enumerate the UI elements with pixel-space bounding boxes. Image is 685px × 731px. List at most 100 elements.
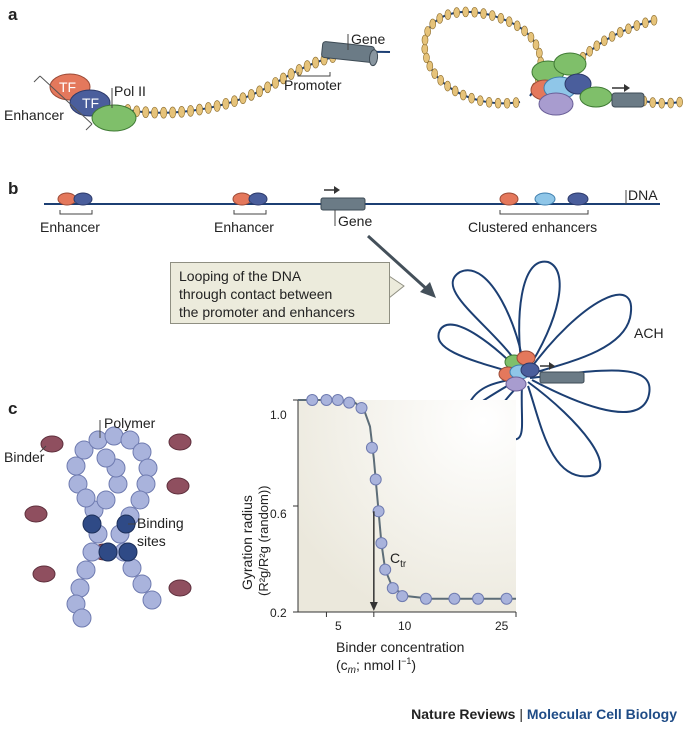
nucleosome-bead bbox=[521, 25, 528, 37]
polymer-bead bbox=[88, 430, 108, 450]
loop-guide bbox=[425, 12, 541, 103]
nucleosome-bead bbox=[204, 102, 212, 114]
nucleosome-bead bbox=[527, 31, 535, 43]
y-axis-label-line2: (R²g/R²g (random)) bbox=[256, 485, 271, 596]
binder-molecule bbox=[40, 435, 64, 453]
callout-line-1: Looping of the DNA bbox=[179, 268, 302, 284]
nucleosome-bead bbox=[480, 8, 487, 19]
ach-label: ACH bbox=[634, 325, 664, 341]
nucleosome-bead bbox=[429, 18, 437, 30]
x-tick-3: 25 bbox=[495, 619, 509, 633]
polymer-bead bbox=[120, 430, 140, 450]
nucleosome-bead bbox=[485, 96, 493, 108]
panel-c-letter: c bbox=[8, 399, 17, 418]
polymer-bead bbox=[132, 442, 152, 462]
polymer-label: Polymer bbox=[104, 415, 156, 431]
ctr-arrow bbox=[369, 511, 378, 611]
nucleosome-bead bbox=[625, 23, 632, 35]
data-point bbox=[500, 592, 513, 605]
nucleosome-bead bbox=[187, 105, 195, 117]
nucleosome-bead bbox=[536, 47, 543, 59]
tf-label-1: TF bbox=[59, 79, 76, 95]
enhancer-label-b2: Enhancer bbox=[214, 219, 274, 235]
gene-label-a: Gene bbox=[351, 31, 385, 47]
nucleosome-bead bbox=[151, 106, 159, 119]
binding-site-bead bbox=[98, 542, 118, 562]
x-tick-1: 5 bbox=[335, 619, 342, 633]
data-point bbox=[369, 473, 382, 486]
polymer-bead bbox=[132, 574, 152, 594]
nucleosome-bead bbox=[650, 14, 658, 26]
binder-molecule bbox=[24, 505, 48, 523]
nucleosome-bead bbox=[271, 77, 279, 89]
nucleosome-bead bbox=[503, 97, 511, 109]
polymer-bead bbox=[82, 542, 102, 562]
data-point bbox=[331, 394, 344, 406]
x-tick-2: 10 bbox=[398, 619, 412, 633]
callout-line-2: through contact between bbox=[179, 286, 333, 302]
data-point bbox=[472, 592, 485, 605]
nucleosome-bead bbox=[471, 6, 478, 18]
y-axis-label-line1: Gyration radius bbox=[239, 495, 255, 590]
nucleosome-bead bbox=[423, 52, 430, 64]
polii-label: Pol II bbox=[114, 83, 146, 99]
enhancer-pair-1 bbox=[57, 192, 93, 206]
nucleosome-bead bbox=[287, 68, 295, 80]
nucleosome-bead bbox=[494, 97, 502, 109]
polymer-bead bbox=[122, 558, 142, 578]
nucleosome-bead bbox=[497, 12, 505, 24]
nucleosome-bead bbox=[421, 43, 429, 55]
binder-molecule bbox=[168, 579, 192, 597]
polymer-bead bbox=[138, 458, 158, 478]
nucleosome-bead bbox=[169, 106, 177, 119]
nucleosome-bead bbox=[436, 13, 444, 24]
ctr-annotation: Ctr bbox=[390, 550, 407, 570]
polymer-bead bbox=[70, 578, 90, 598]
nucleosome-bead bbox=[279, 72, 287, 85]
nucleosome-bead bbox=[256, 85, 264, 98]
data-point bbox=[355, 401, 368, 414]
nucleosome-bead bbox=[222, 97, 230, 110]
y-tick-1: 1.0 bbox=[270, 408, 287, 422]
nucleosome-bead bbox=[600, 35, 608, 47]
nucleosome-bead bbox=[488, 10, 496, 21]
panel-a-chromatin-fibre bbox=[117, 50, 391, 119]
data-point bbox=[343, 396, 356, 409]
nucleosome-beads-loop bbox=[421, 6, 683, 109]
nucleosome-bead bbox=[649, 97, 657, 108]
tf-label-2: TF bbox=[82, 95, 99, 111]
x-axis-label-line1: Binder concentration bbox=[336, 639, 464, 655]
nucleosome-bead bbox=[431, 68, 438, 79]
callout-pointer bbox=[388, 275, 405, 300]
binding-label-1: Binding bbox=[137, 515, 184, 531]
chart-points bbox=[306, 394, 513, 605]
nucleosome-bead bbox=[451, 85, 459, 97]
polymer-bead bbox=[136, 474, 156, 494]
credit-publisher: Nature Reviews bbox=[411, 706, 516, 722]
nucleosome-bead bbox=[312, 56, 320, 69]
credit-journal: Molecular Cell Biology bbox=[526, 706, 677, 722]
panel-a-looped-chromatin bbox=[421, 6, 683, 116]
y-tick-2: 0.6 bbox=[270, 507, 287, 521]
binding-label-2: sites bbox=[137, 533, 166, 549]
enhancer-label-a: Enhancer bbox=[4, 107, 64, 123]
polymer-bead bbox=[96, 490, 116, 510]
data-point bbox=[419, 592, 432, 605]
nucleosome-bead bbox=[532, 39, 540, 50]
nucleosome-bead bbox=[426, 60, 434, 72]
nucleosome-bead bbox=[633, 20, 641, 31]
data-point bbox=[320, 394, 333, 406]
nucleosome-bead bbox=[264, 81, 272, 94]
nucleosome-bead bbox=[142, 106, 150, 118]
binder-label: Binder bbox=[4, 449, 45, 465]
looping-callout: Looping of the DNA through contact betwe… bbox=[170, 262, 390, 324]
nucleosome-bead bbox=[195, 103, 203, 116]
nucleosome-bead bbox=[295, 64, 303, 76]
data-point bbox=[386, 582, 399, 595]
nucleosome-bead bbox=[462, 6, 469, 18]
promoter-bracket bbox=[297, 72, 331, 77]
looping-arrow bbox=[366, 234, 432, 294]
nucleosome-bead bbox=[658, 97, 666, 109]
